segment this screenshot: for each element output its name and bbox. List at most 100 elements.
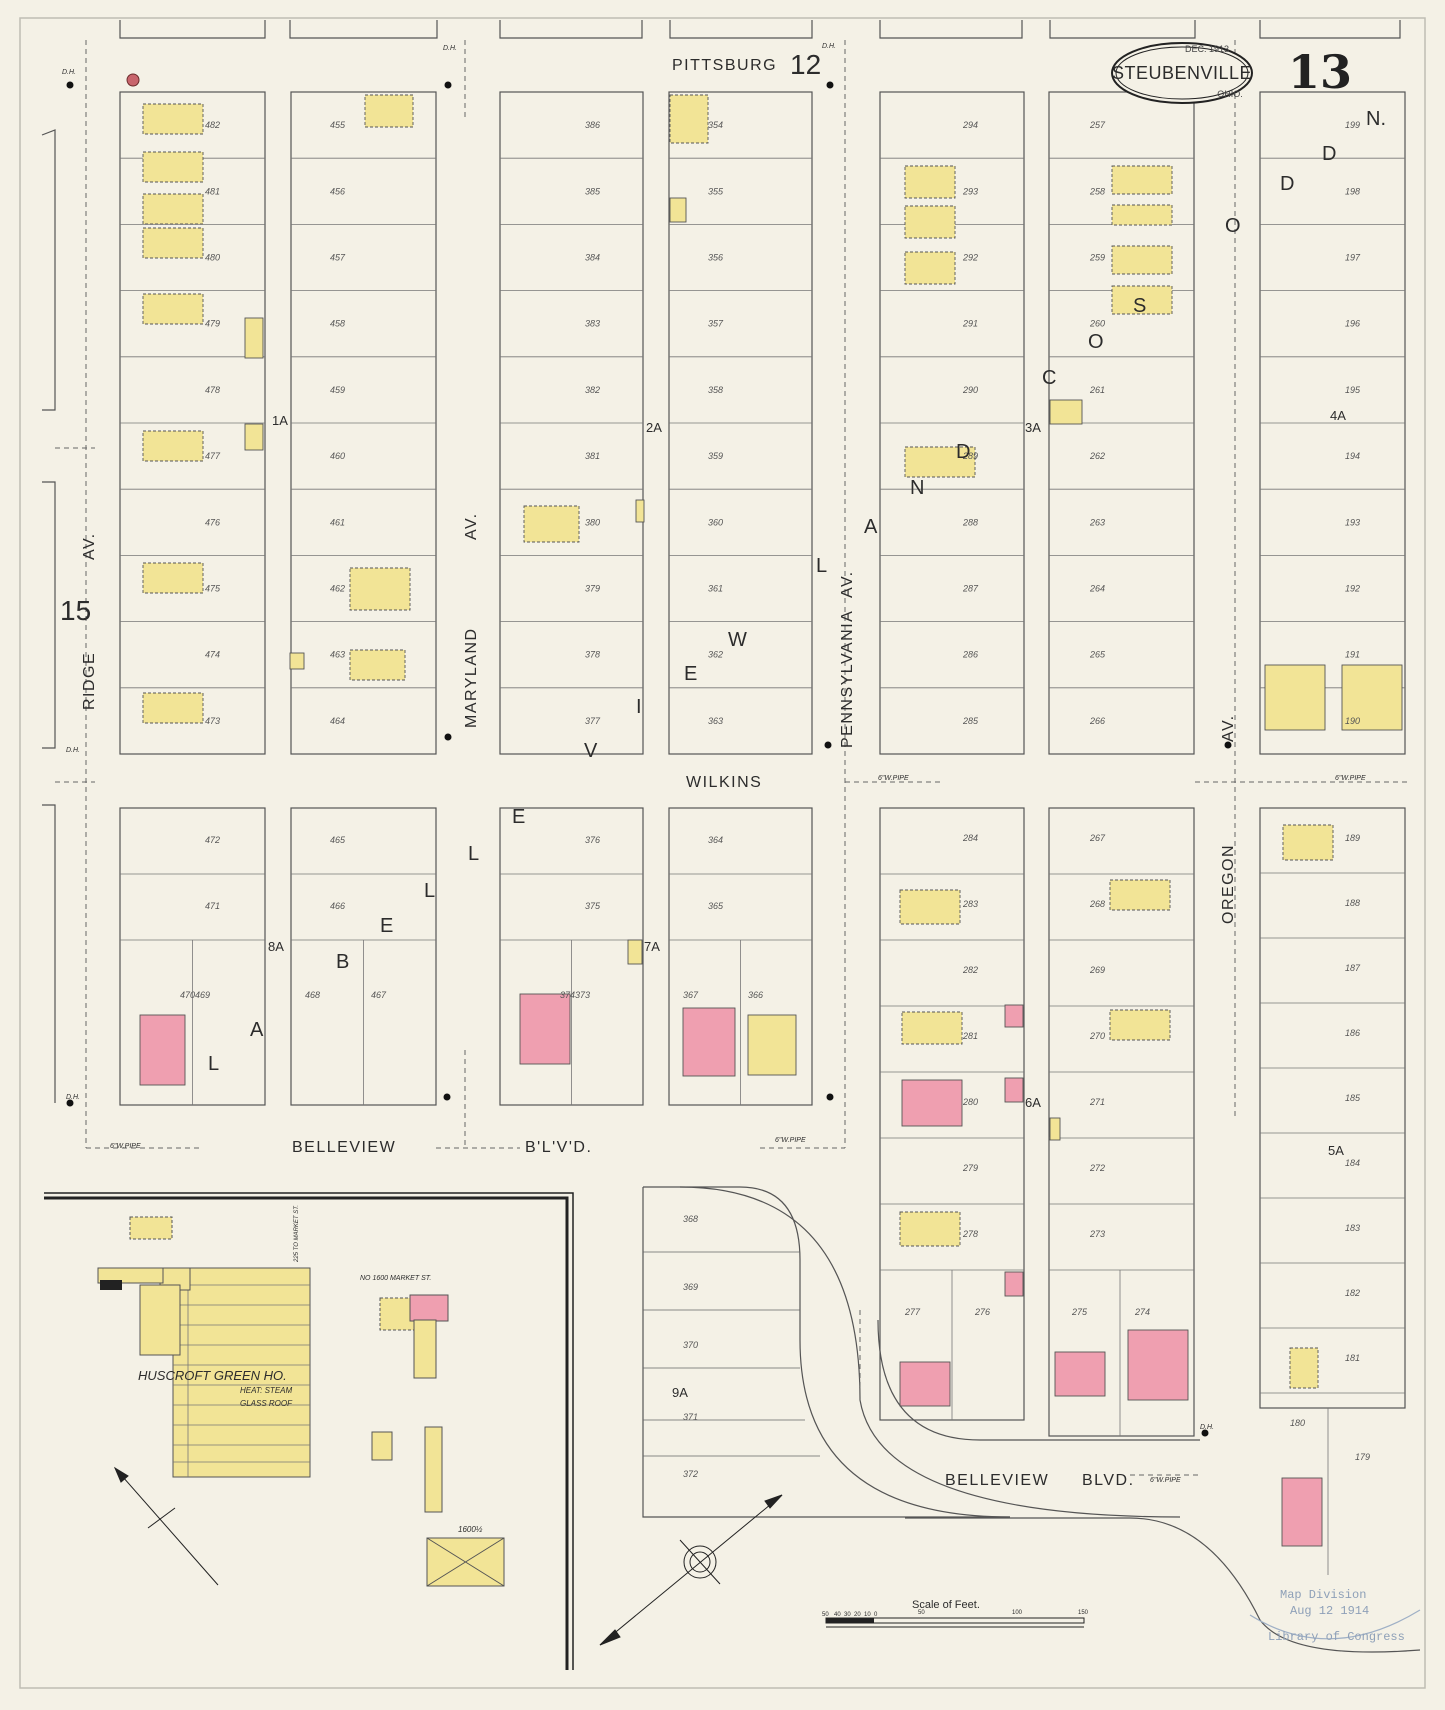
frame-dwelling: [1049, 1117, 1061, 1141]
frame-dwelling: [523, 505, 580, 543]
pipe-label: 6"W.PIPE: [1150, 1477, 1181, 1484]
lot-number: 287: [962, 584, 979, 594]
lot-number: 267: [1089, 833, 1106, 843]
lot-number: 181: [1345, 1353, 1360, 1363]
street-maryland-av: AV.: [463, 512, 480, 540]
lot-number: 187: [1345, 963, 1361, 973]
brick-dwelling: [1004, 1004, 1024, 1028]
lot-number: 276: [974, 1307, 990, 1317]
map-city: STEUBENVILLE: [1112, 63, 1252, 83]
frame-dwelling: [364, 94, 414, 128]
lot-number: 261: [1089, 385, 1105, 395]
scale-tick: 10: [864, 1612, 871, 1618]
block-label-9a: 9A: [672, 1385, 688, 1400]
frame-dwelling: [899, 1211, 961, 1247]
lot-number: 456: [330, 186, 345, 196]
lot-number: 279: [962, 1163, 978, 1173]
scale-tick: 50: [918, 1610, 925, 1616]
street-pennsylvania: PENNSYLVANIA: [839, 610, 856, 748]
frame-dwelling: [1111, 285, 1173, 315]
lot-number: 192: [1345, 584, 1360, 594]
frame-dwelling: [289, 652, 305, 670]
lot-number: 480: [205, 253, 220, 263]
frame-dwelling: [904, 205, 956, 239]
frame-dwelling: [1109, 879, 1171, 911]
brick-dwelling: [1004, 1271, 1024, 1297]
lot-number: 457: [330, 253, 346, 263]
block-label-1a: 1A: [272, 413, 288, 428]
lot-number: 257: [1089, 120, 1106, 130]
lot-number: 286: [962, 650, 978, 660]
belleview-blvd-curve: [877, 1319, 1421, 1653]
lot-number: 377: [585, 716, 601, 726]
lot-number: 386: [585, 120, 600, 130]
lot-number: 376: [585, 835, 600, 845]
lot-number: 368: [683, 1214, 698, 1224]
lot-number: 469: [195, 990, 210, 1000]
plat-letter: L: [816, 555, 827, 577]
lot-number: 356: [708, 253, 723, 263]
block-label-4a: 4A: [1330, 408, 1346, 423]
plat-letter: N: [910, 477, 924, 499]
compass-rose-icon: [599, 1494, 783, 1646]
street-blvd-2: BLVD.: [1082, 1472, 1135, 1489]
brick-dwelling: [139, 1014, 186, 1086]
lot-number: 471: [205, 901, 220, 911]
plat-letter: E: [684, 663, 697, 685]
lot-number: 264: [1089, 584, 1105, 594]
lot-number: 379: [585, 584, 600, 594]
plat-letter: W: [728, 629, 747, 651]
plat-letter: B: [336, 951, 349, 973]
brick-dwelling: [1054, 1351, 1106, 1397]
lot-number: 462: [330, 584, 345, 594]
street-belleview-2: BELLEVIEW: [945, 1472, 1049, 1489]
street-belleview-1: BELLEVIEW: [292, 1139, 396, 1156]
frame-dwelling: [1264, 664, 1326, 731]
brick-dwelling: [1127, 1329, 1189, 1401]
lot-number: 277: [904, 1307, 921, 1317]
lot-number: 372: [683, 1469, 698, 1479]
lot-number: 467: [371, 990, 387, 1000]
lot-number: 361: [708, 584, 723, 594]
frame-dwelling: [142, 151, 204, 183]
street-ridge-av: AV.: [81, 532, 98, 560]
plat-letter: S: [1133, 295, 1146, 317]
lot-number: 285: [962, 716, 979, 726]
lot-number: 364: [708, 835, 723, 845]
lot-number: 460: [330, 451, 345, 461]
buildings: [139, 94, 1403, 1547]
block-9a: [642, 1186, 1181, 1518]
lot-number: 197: [1345, 253, 1361, 263]
north-arrow-icon: [113, 1466, 219, 1586]
lot-number: 374: [560, 990, 575, 1000]
brick-dwelling: [1281, 1477, 1323, 1547]
plat-letter: O: [1225, 215, 1241, 237]
scale-bar: [825, 1617, 1085, 1628]
street-oregon: OREGON: [1220, 844, 1237, 924]
lot-number: 479: [205, 319, 220, 329]
lot-number: 362: [708, 650, 723, 660]
plat-letter: C: [1042, 367, 1056, 389]
greenhouse-roof: GLASS ROOF: [240, 1399, 293, 1408]
huscroft-greenhouse: [97, 1216, 505, 1587]
greenhouse-heat: HEAT: STEAM: [240, 1386, 292, 1395]
street-maryland: MARYLAND: [463, 627, 480, 728]
frame-dwelling: [349, 649, 406, 681]
sheet-number: 13: [1288, 45, 1352, 99]
lot-number: 291: [962, 319, 978, 329]
lot-number: 294: [962, 120, 978, 130]
scale-tick: 50: [822, 1612, 829, 1618]
lot-number: 357: [708, 319, 724, 329]
pipe-label: D.H.: [822, 43, 836, 50]
inset-border: [44, 1192, 574, 1670]
lot-number: 292: [962, 253, 978, 263]
lot-number: 475: [205, 584, 221, 594]
pipe-label: 6"W.PIPE: [775, 1137, 806, 1144]
lot-number: 282: [962, 965, 978, 975]
lot-number: 263: [1089, 517, 1105, 527]
lot-number: 180: [1290, 1418, 1305, 1428]
scale-tick: 40: [834, 1612, 841, 1618]
lot-number: 274: [1134, 1307, 1150, 1317]
lot-number: 293: [962, 186, 978, 196]
